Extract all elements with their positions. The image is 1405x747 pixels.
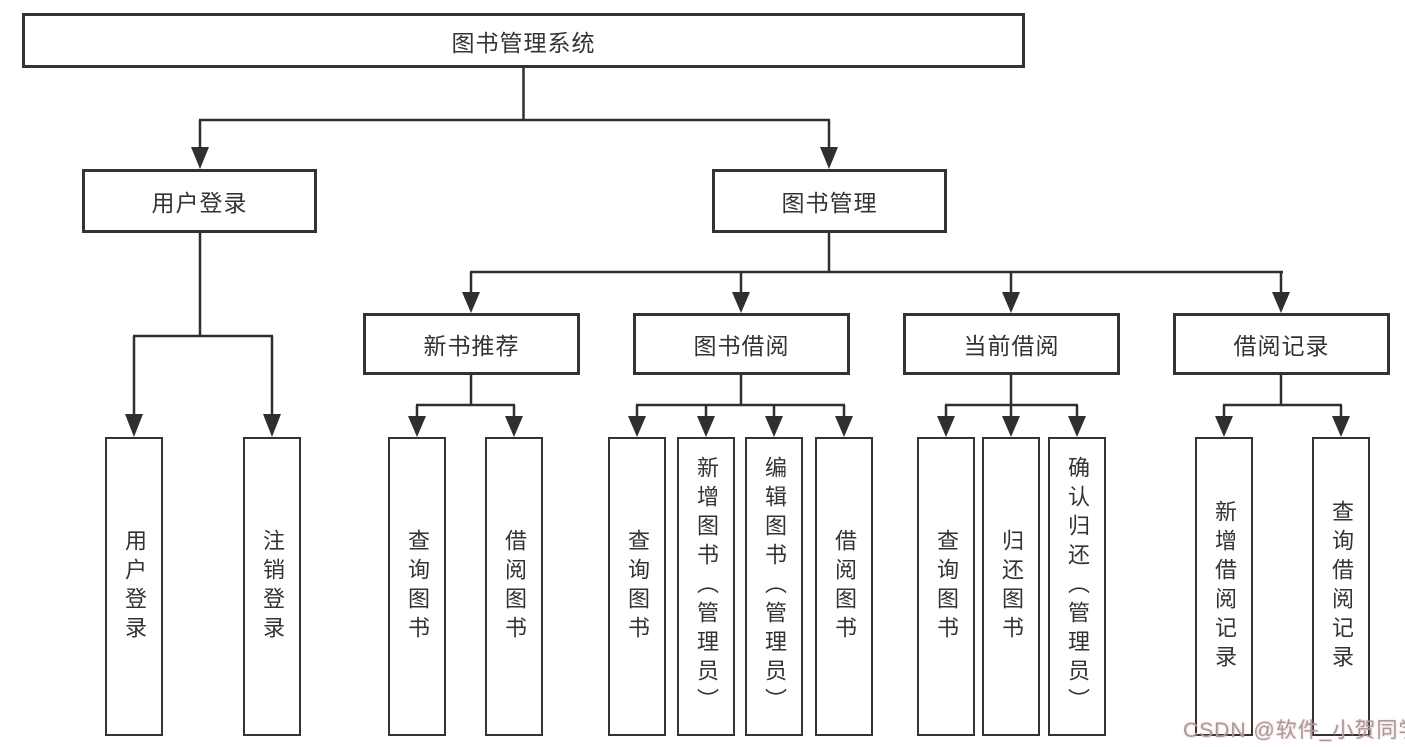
node-label: 编辑图书（管理员）: [762, 456, 787, 717]
node-query-book-borrowing: 查询图书: [608, 437, 666, 736]
node-label: 当前借阅: [963, 333, 1060, 359]
node-label: 确认归还（管理员）: [1065, 456, 1090, 717]
node-borrow-book-recommend: 借阅图书: [485, 437, 543, 736]
node-user-login: 用户登录: [82, 169, 317, 233]
node-label: 新增借阅记录: [1212, 499, 1237, 674]
csdn-watermark: CSDN @软件_小贺同学: [1183, 719, 1405, 742]
node-label: 归还图书: [999, 528, 1024, 645]
node-label: 查询图书: [934, 528, 959, 645]
node-user-login-leaf: 用户登录: [105, 437, 163, 736]
node-return-book: 归还图书: [982, 437, 1040, 736]
node-query-book-recommend: 查询图书: [388, 437, 446, 736]
node-book-management: 图书管理: [712, 169, 947, 233]
node-label: 查询借阅记录: [1329, 499, 1354, 674]
node-label: 用户登录: [122, 528, 147, 645]
node-label: 借阅记录: [1233, 333, 1330, 359]
node-label: 用户登录: [151, 190, 248, 216]
node-label: 借阅图书: [502, 528, 527, 645]
node-label: 图书管理系统: [451, 29, 596, 56]
node-query-book-current: 查询图书: [917, 437, 975, 736]
node-label: 借阅图书: [832, 528, 857, 645]
node-label: 注销登录: [260, 528, 285, 645]
arrowheads: [125, 147, 1350, 437]
node-confirm-return-admin: 确认归还（管理员）: [1048, 437, 1106, 736]
node-label: 新增图书（管理员）: [694, 456, 719, 717]
node-label: 新书推荐: [423, 333, 520, 359]
node-add-borrow-record: 新增借阅记录: [1195, 437, 1253, 736]
node-book-borrowing: 图书借阅: [633, 313, 850, 375]
node-new-book-recommend: 新书推荐: [363, 313, 580, 375]
node-label: 查询图书: [625, 528, 650, 645]
node-root-system: 图书管理系统: [22, 13, 1025, 68]
node-logout: 注销登录: [243, 437, 301, 736]
node-label: 图书管理: [781, 190, 878, 216]
node-label: 查询图书: [405, 528, 430, 645]
node-edit-book-admin: 编辑图书（管理员）: [745, 437, 803, 736]
node-add-book-admin: 新增图书（管理员）: [677, 437, 735, 736]
node-current-borrowing: 当前借阅: [903, 313, 1120, 375]
node-borrow-book: 借阅图书: [815, 437, 873, 736]
node-query-borrow-record: 查询借阅记录: [1312, 437, 1370, 736]
node-borrow-records: 借阅记录: [1173, 313, 1390, 375]
node-label: 图书借阅: [693, 333, 790, 359]
